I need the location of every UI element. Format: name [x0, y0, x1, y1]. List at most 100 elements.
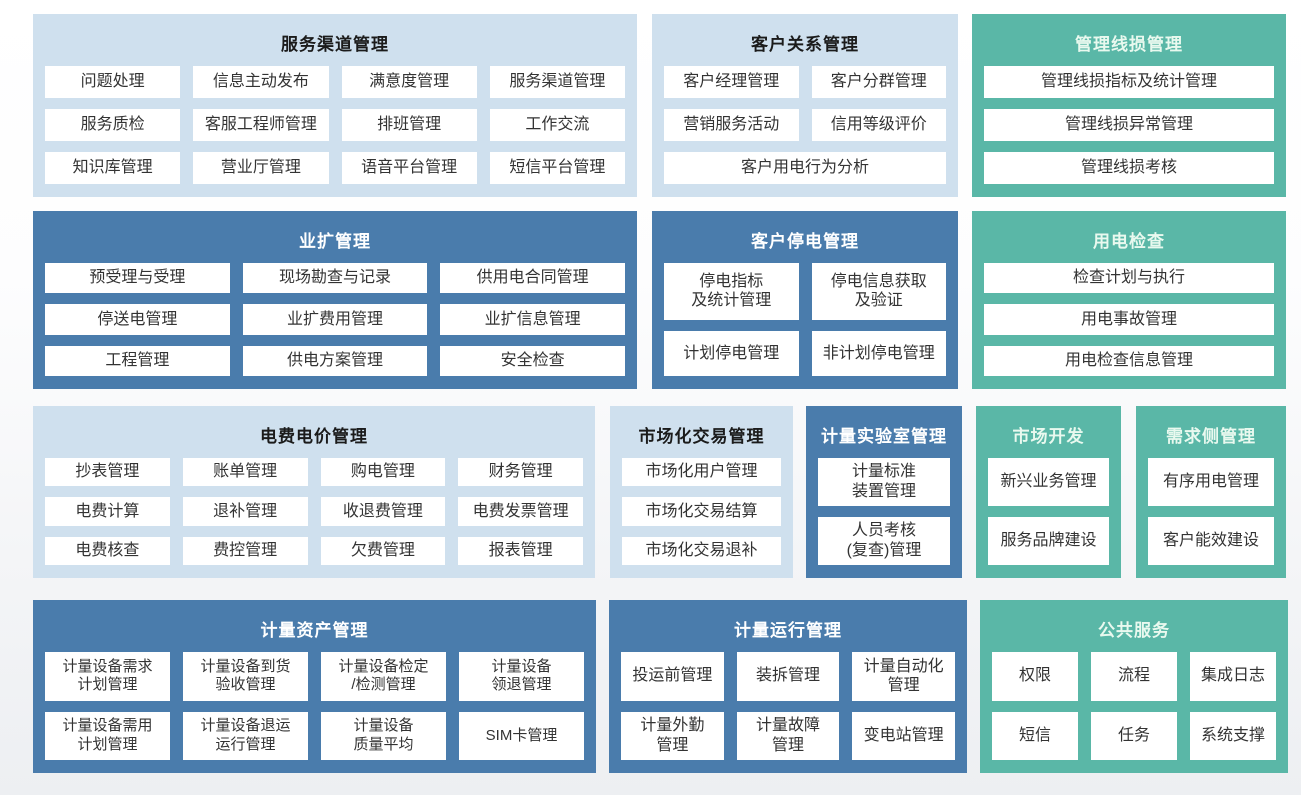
module-item: 任务	[1091, 711, 1177, 760]
module-item: 系统支撑	[1190, 711, 1276, 760]
block-title-metering-lab: 计量实验室管理	[821, 427, 947, 446]
block-title-line-loss: 管理线损管理	[1075, 35, 1183, 54]
block-items-billing: 抄表管理 账单管理 购电管理 财务管理 电费计算 退补管理 收退费管理 电费发票…	[45, 458, 583, 565]
module-item: 客服工程师管理	[193, 109, 329, 141]
module-item: 退补管理	[182, 497, 308, 526]
module-item: 服务品牌建设	[988, 517, 1109, 565]
module-item: 有序用电管理	[1148, 458, 1274, 506]
module-item: 权限	[992, 652, 1078, 701]
block-items-public-service: 权限 流程 集成日志 短信 任务 系统支撑	[992, 652, 1276, 760]
block-title-demand-side: 需求侧管理	[1166, 427, 1256, 446]
module-item: 非计划停电管理	[811, 330, 946, 376]
module-item: 费控管理	[182, 536, 308, 565]
block-metering-lab: 计量实验室管理 计量标准 装置管理 人员考核 (复查)管理	[806, 406, 962, 578]
block-public-service: 公共服务 权限 流程 集成日志 短信 任务 系统支撑	[980, 600, 1288, 773]
module-item: 投运前管理	[621, 652, 724, 701]
module-item: 问题处理	[45, 66, 181, 98]
module-item: 市场化交易结算	[622, 497, 781, 526]
module-item: 计量故障 管理	[736, 711, 840, 760]
module-item: 计量设备需求 计划管理	[45, 652, 170, 701]
module-item: 电费计算	[45, 497, 170, 526]
module-item: 管理线损考核	[984, 152, 1274, 184]
module-item: 报表管理	[458, 536, 583, 565]
module-item: 流程	[1091, 652, 1177, 701]
module-item: 排班管理	[341, 109, 477, 141]
module-item: 管理线损指标及统计管理	[984, 66, 1274, 98]
module-item: 业扩费用管理	[242, 304, 428, 335]
block-customer-relation: 客户关系管理 客户经理管理 客户分群管理 营销服务活动 信用等级评价 客户用电行…	[652, 14, 958, 197]
module-item: 计量标准 装置管理	[818, 458, 950, 506]
block-items-customer-outage: 停电指标 及统计管理 停电信息获取 及验证 计划停电管理 非计划停电管理	[664, 263, 946, 376]
block-items-metering-asset: 计量设备需求 计划管理 计量设备到货 验收管理 计量设备检定 /检测管理 计量设…	[45, 652, 584, 760]
module-item: 短信平台管理	[489, 152, 625, 184]
block-title-business-expansion: 业扩管理	[299, 232, 371, 251]
module-item: 检查计划与执行	[984, 263, 1274, 294]
block-items-market-dev: 新兴业务管理 服务品牌建设	[988, 458, 1109, 565]
block-title-customer-relation: 客户关系管理	[751, 35, 859, 54]
module-item: 计量自动化 管理	[852, 652, 955, 701]
module-item: 预受理与受理	[45, 263, 230, 294]
module-item: 欠费管理	[320, 536, 446, 565]
module-item: 客户能效建设	[1148, 517, 1274, 565]
block-market-trade: 市场化交易管理 市场化用户管理 市场化交易结算 市场化交易退补	[610, 406, 793, 578]
module-item: 供电方案管理	[242, 345, 428, 376]
module-item: 客户用电行为分析	[664, 152, 946, 184]
module-item: 计量设备到货 验收管理	[183, 652, 308, 701]
module-item: 变电站管理	[852, 711, 955, 760]
block-customer-outage: 客户停电管理 停电指标 及统计管理 停电信息获取 及验证 计划停电管理 非计划停…	[652, 211, 958, 389]
block-title-customer-outage: 客户停电管理	[751, 232, 859, 251]
block-title-service-channel: 服务渠道管理	[281, 35, 389, 54]
block-title-billing: 电费电价管理	[260, 427, 368, 446]
module-item: 安全检查	[440, 345, 625, 376]
module-item: 用电事故管理	[984, 304, 1274, 335]
block-items-demand-side: 有序用电管理 客户能效建设	[1148, 458, 1274, 565]
module-item: 现场勘查与记录	[242, 263, 428, 294]
module-item: 收退费管理	[320, 497, 446, 526]
module-item: 业扩信息管理	[440, 304, 625, 335]
module-item: 停电指标 及统计管理	[664, 263, 799, 320]
block-items-market-trade: 市场化用户管理 市场化交易结算 市场化交易退补	[622, 458, 781, 565]
module-item: 购电管理	[320, 458, 446, 487]
module-item: 供用电合同管理	[440, 263, 625, 294]
module-item: 语音平台管理	[341, 152, 477, 184]
block-metering-operation: 计量运行管理 投运前管理 装拆管理 计量自动化 管理 计量外勤 管理 计量故障 …	[609, 600, 967, 773]
block-title-metering-asset: 计量资产管理	[260, 621, 369, 640]
module-item: 短信	[992, 711, 1078, 760]
module-item: 计量设备 领退管理	[459, 652, 584, 701]
module-item: 营销服务活动	[664, 109, 799, 141]
module-item: 用电检查信息管理	[984, 345, 1274, 376]
module-item: 计量设备退运 运行管理	[183, 711, 308, 760]
block-business-expansion: 业扩管理 预受理与受理 现场勘查与记录 供用电合同管理 停送电管理 业扩费用管理…	[33, 211, 637, 389]
module-item: 管理线损异常管理	[984, 109, 1274, 141]
block-items-power-inspection: 检查计划与执行 用电事故管理 用电检查信息管理	[984, 263, 1274, 376]
block-market-dev: 市场开发 新兴业务管理 服务品牌建设	[976, 406, 1121, 578]
module-item: 工程管理	[45, 345, 230, 376]
module-item: 工作交流	[489, 109, 625, 141]
module-item: 抄表管理	[45, 458, 170, 487]
module-item: 计量设备需用 计划管理	[45, 711, 170, 760]
block-items-service-channel: 问题处理 信息主动发布 满意度管理 服务渠道管理 服务质检 客服工程师管理 排班…	[45, 66, 625, 184]
module-item: 市场化用户管理	[622, 458, 781, 487]
module-item: 计量设备检定 /检测管理	[321, 652, 446, 701]
module-item: 满意度管理	[341, 66, 477, 98]
block-items-business-expansion: 预受理与受理 现场勘查与记录 供用电合同管理 停送电管理 业扩费用管理 业扩信息…	[45, 263, 625, 376]
module-item: 客户经理管理	[664, 66, 799, 98]
module-item: 客户分群管理	[811, 66, 946, 98]
module-item: 计量外勤 管理	[621, 711, 724, 760]
module-item: 营业厅管理	[193, 152, 329, 184]
module-item: 集成日志	[1190, 652, 1276, 701]
module-item: 停送电管理	[45, 304, 230, 335]
block-metering-asset: 计量资产管理 计量设备需求 计划管理 计量设备到货 验收管理 计量设备检定 /检…	[33, 600, 596, 773]
module-item: 装拆管理	[736, 652, 840, 701]
block-title-market-trade: 市场化交易管理	[638, 427, 765, 446]
module-item: 信用等级评价	[811, 109, 946, 141]
block-items-customer-relation: 客户经理管理 客户分群管理 营销服务活动 信用等级评价 客户用电行为分析	[664, 66, 946, 184]
module-item: SIM卡管理	[459, 711, 584, 760]
block-power-inspection: 用电检查 检查计划与执行 用电事故管理 用电检查信息管理	[972, 211, 1286, 389]
block-service-channel: 服务渠道管理 问题处理 信息主动发布 满意度管理 服务渠道管理 服务质检 客服工…	[33, 14, 637, 197]
module-item: 电费发票管理	[458, 497, 583, 526]
block-items-line-loss: 管理线损指标及统计管理 管理线损异常管理 管理线损考核	[984, 66, 1274, 184]
module-item: 知识库管理	[45, 152, 181, 184]
block-items-metering-lab: 计量标准 装置管理 人员考核 (复查)管理	[818, 458, 950, 565]
